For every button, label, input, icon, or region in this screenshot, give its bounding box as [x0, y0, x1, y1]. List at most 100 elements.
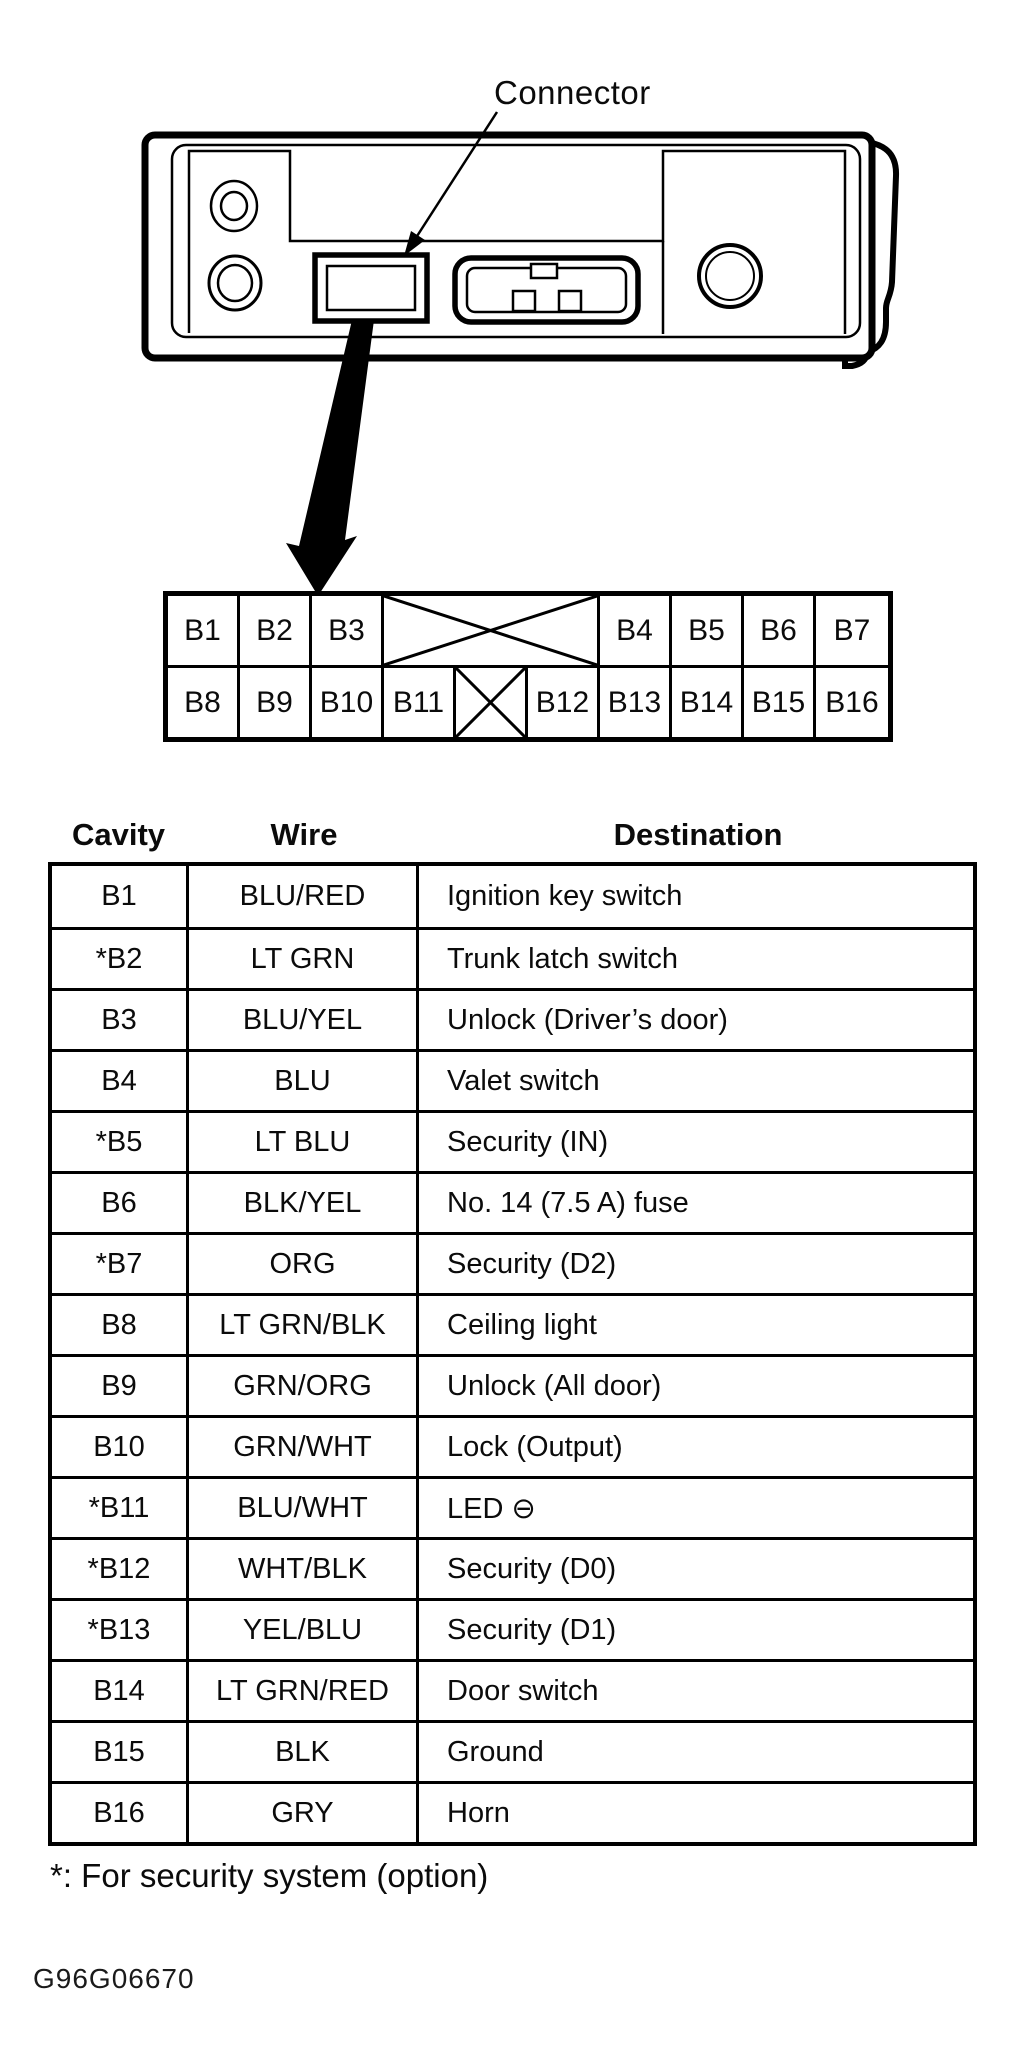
- wire-cell: BLK: [189, 1723, 419, 1781]
- table-header-cavity: Cavity: [71, 817, 166, 852]
- security-option-footnote: *: For security system (option): [50, 1857, 489, 1894]
- table-row-b2: *B2 LT GRN Trunk latch switch: [52, 927, 973, 988]
- unit-face-panel: [170, 143, 862, 339]
- wire-cell: BLU/WHT: [189, 1479, 419, 1537]
- table-header-wire: Wire: [270, 817, 338, 852]
- pin-cell-b15: B15: [744, 668, 816, 737]
- wire-cell: WHT/BLK: [189, 1540, 419, 1598]
- wire-cell: LT BLU: [189, 1113, 419, 1171]
- destination-cell: Security (IN): [447, 1125, 609, 1158]
- table-row-b1: B1 BLU/RED Ignition key switch: [52, 866, 973, 927]
- cavity-cell: B4: [52, 1052, 189, 1110]
- crossed-blank-cell: [384, 596, 600, 668]
- wide-socket-pin-right: [557, 289, 583, 313]
- table-row-b12: *B12 WHT/BLK Security (D0): [52, 1537, 973, 1598]
- destination-cell: Trunk latch switch: [447, 942, 678, 975]
- pin-cell-b7: B7: [816, 596, 888, 668]
- wire-cell: BLK/YEL: [189, 1174, 419, 1232]
- cavity-cell: *B5: [52, 1113, 189, 1171]
- table-row-b5: *B5 LT BLU Security (IN): [52, 1110, 973, 1171]
- wide-socket-outer: [452, 255, 641, 325]
- table-row-b3: B3 BLU/YEL Unlock (Driver’s door): [52, 988, 973, 1049]
- table-row-b6: B6 BLK/YEL No. 14 (7.5 A) fuse: [52, 1171, 973, 1232]
- wire-cell: YEL/BLU: [189, 1601, 419, 1659]
- right-hole-outer: [697, 243, 763, 309]
- pin-cell-b13: B13: [600, 668, 672, 737]
- cavity-cell: *B2: [52, 930, 189, 988]
- wire-cell: BLU: [189, 1052, 419, 1110]
- pin-cell-b16: B16: [825, 685, 879, 719]
- connector-socket-inner: [325, 264, 417, 312]
- table-row-b4: B4 BLU Valet switch: [52, 1049, 973, 1110]
- destination-cell: Ignition key switch: [447, 880, 683, 912]
- table-row-b11: *B11 BLU/WHT LED ⊖: [52, 1476, 973, 1537]
- table-row-b9: B9 GRN/ORG Unlock (All door): [52, 1354, 973, 1415]
- control-unit-drawing: [141, 111, 900, 596]
- connector-pin-grid: B1 B2 B3 B4 B5 B6 B7 B8 B9 B10 B11 B12 B…: [163, 591, 893, 742]
- destination-cell: Ground: [447, 1735, 544, 1768]
- right-hole-inner: [705, 251, 755, 301]
- cavity-cell: B1: [52, 866, 189, 927]
- pin-cell-b14: B14: [672, 668, 744, 737]
- left-hole-top-inner: [219, 190, 249, 222]
- table-row-b14: B14 LT GRN/RED Door switch: [52, 1659, 973, 1720]
- callout-arrow-line: [408, 111, 499, 248]
- wire-cell: ORG: [189, 1235, 419, 1293]
- wire-cell: GRN/WHT: [189, 1418, 419, 1476]
- connector-callout-label: Connector: [494, 74, 651, 111]
- pin-cell-b8: B8: [168, 668, 240, 737]
- callout-arrow-head: [404, 231, 425, 256]
- cross-out-icon: [456, 668, 525, 737]
- pin-cell-b4: B4: [600, 596, 672, 668]
- left-hole-bottom-inner: [216, 263, 254, 303]
- destination-cell: Horn: [447, 1796, 510, 1829]
- cavity-cell: B15: [52, 1723, 189, 1781]
- left-hole-top-outer: [209, 179, 259, 233]
- zoom-arrow: [286, 320, 374, 596]
- document-code: G96G06670: [33, 1963, 195, 1994]
- cavity-cell: B3: [52, 991, 189, 1049]
- destination-cell: Unlock (All door): [447, 1369, 662, 1402]
- cavity-cell: B16: [52, 1784, 189, 1842]
- destination-cell: Lock (Output): [447, 1430, 623, 1463]
- cavity-cell: *B11: [52, 1479, 189, 1537]
- destination-cell: Valet switch: [447, 1064, 600, 1097]
- table-row-b7: *B7 ORG Security (D2): [52, 1232, 973, 1293]
- destination-cell: No. 14 (7.5 A) fuse: [447, 1186, 689, 1219]
- pin-cell-b6: B6: [744, 596, 816, 668]
- wide-socket-key-notch: [529, 262, 559, 280]
- pin-cell-b5: B5: [672, 596, 744, 668]
- wiring-table: B1 BLU/RED Ignition key switch *B2 LT GR…: [48, 862, 977, 1846]
- cavity-cell: *B7: [52, 1235, 189, 1293]
- wire-cell: LT GRN: [189, 930, 419, 988]
- wide-socket-pin-left: [511, 289, 537, 313]
- pin-cell-b12: B12: [528, 668, 600, 737]
- destination-cell: Security (D0): [447, 1552, 617, 1585]
- table-header-destination: Destination: [613, 817, 783, 852]
- cavity-cell: *B13: [52, 1601, 189, 1659]
- wire-cell: LT GRN/RED: [189, 1662, 419, 1720]
- destination-cell: Security (D2): [447, 1247, 617, 1280]
- wire-cell: GRY: [189, 1784, 419, 1842]
- pin-cell-b1: B1: [168, 596, 240, 668]
- crossed-blank-cell: [456, 668, 528, 737]
- wire-cell: BLU/RED: [189, 866, 419, 927]
- face-recess-outline: [187, 149, 847, 334]
- left-hole-bottom-outer: [207, 254, 263, 312]
- cross-out-icon: [384, 596, 597, 665]
- destination-cell: LED ⊖: [447, 1492, 536, 1525]
- cavity-cell: *B12: [52, 1540, 189, 1598]
- table-row-b8: B8 LT GRN/BLK Ceiling light: [52, 1293, 973, 1354]
- table-row-b13: *B13 YEL/BLU Security (D1): [52, 1598, 973, 1659]
- cavity-cell: B10: [52, 1418, 189, 1476]
- cavity-cell: B6: [52, 1174, 189, 1232]
- pin-cell-b11: B11: [384, 668, 456, 737]
- table-row-b15: B15 BLK Ground: [52, 1720, 973, 1781]
- table-row-b16: B16 GRY Horn: [52, 1781, 973, 1842]
- destination-cell: Ceiling light: [447, 1308, 597, 1341]
- cavity-cell: B9: [52, 1357, 189, 1415]
- destination-cell: Unlock (Driver’s door): [447, 1003, 728, 1036]
- wire-cell: LT GRN/BLK: [189, 1296, 419, 1354]
- cavity-cell: B14: [52, 1662, 189, 1720]
- destination-cell: Door switch: [447, 1674, 599, 1707]
